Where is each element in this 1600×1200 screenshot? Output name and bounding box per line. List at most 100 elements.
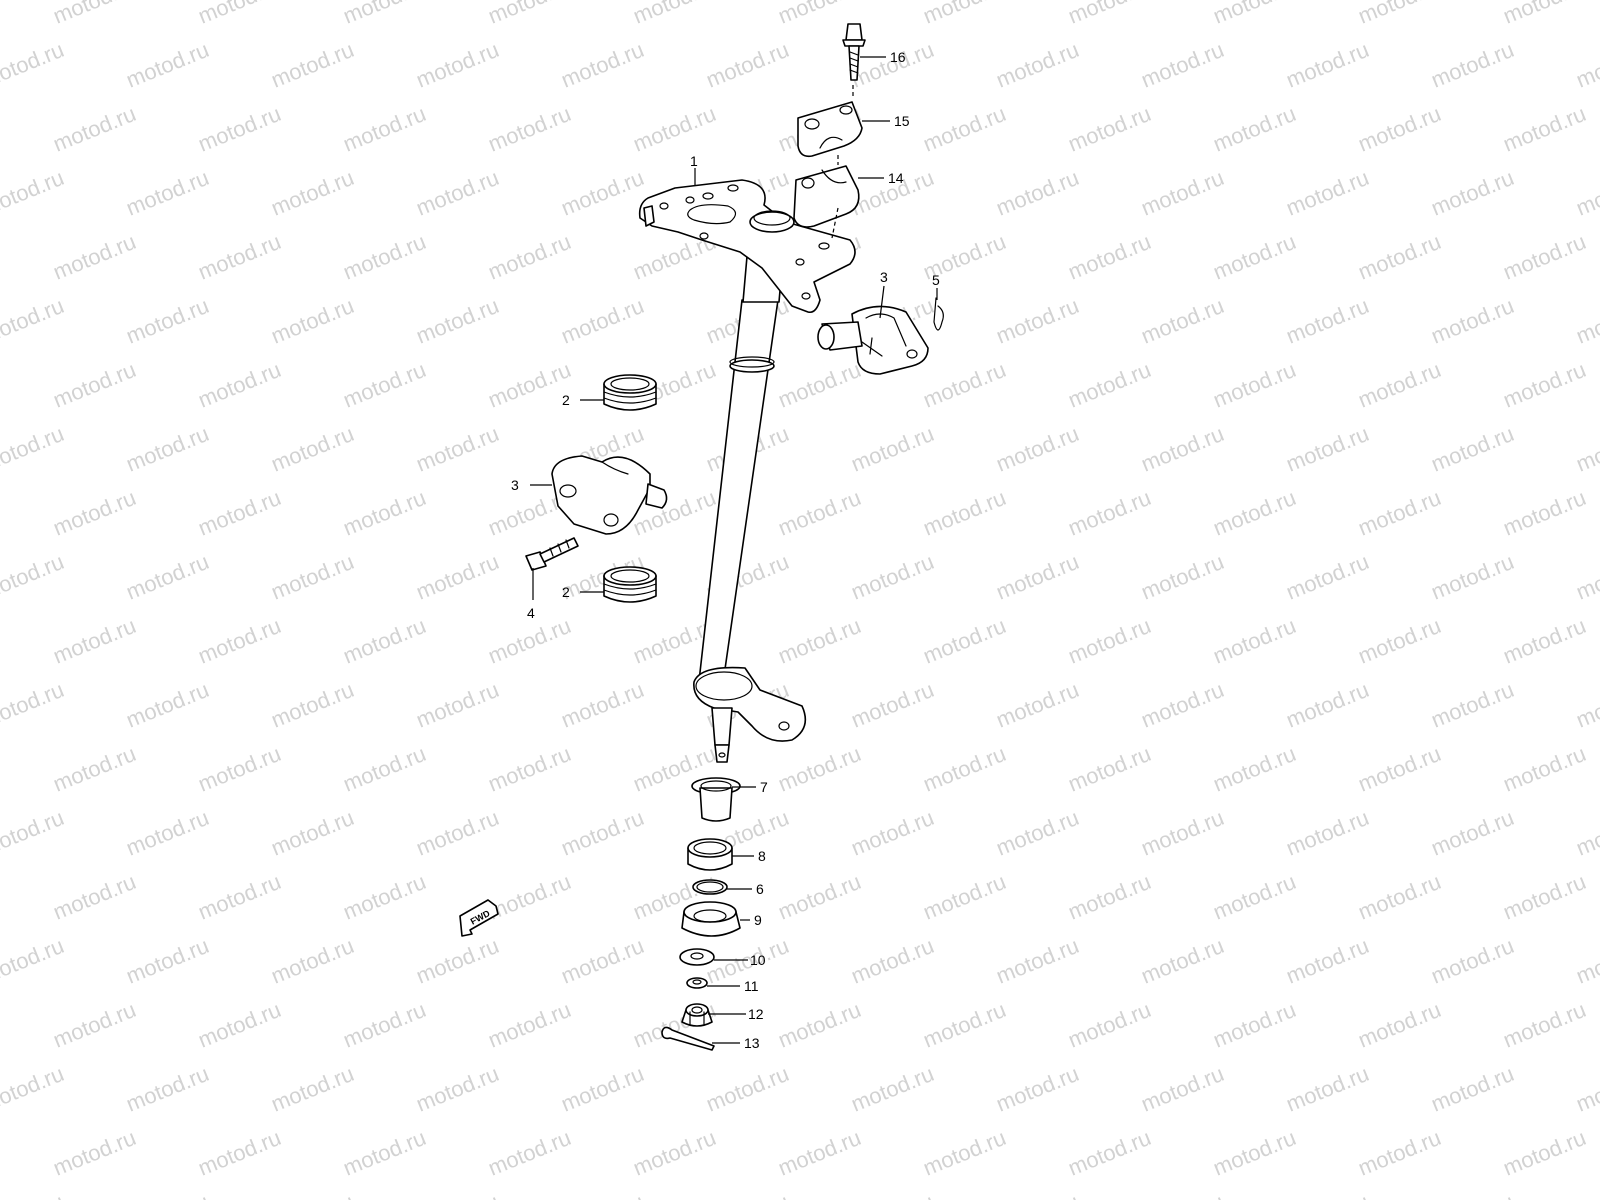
watermark-text: motod.ru — [1065, 485, 1155, 541]
watermark-text: motod.ru — [1210, 1125, 1300, 1181]
watermark-text: motod.ru — [1138, 37, 1228, 93]
watermark-text: motod.ru — [195, 101, 285, 157]
watermark-text: motod.ru — [195, 997, 285, 1053]
watermark-text: motod.ru — [50, 1125, 140, 1181]
watermark-text: motod.ru — [558, 677, 648, 733]
handlebar-holder-upper — [797, 101, 863, 158]
watermark-text: motod.ru — [0, 37, 67, 93]
watermark-text: motod.ru — [993, 421, 1083, 477]
watermark-text: motod.ru — [848, 677, 938, 733]
watermark-text: motod.ru — [0, 165, 67, 221]
watermark-text: motod.ru — [1065, 741, 1155, 797]
watermark-text: motod.ru — [268, 549, 358, 605]
watermark-text: motod.ru — [413, 293, 503, 349]
watermark-text: motod.ru — [1138, 933, 1228, 989]
watermark-text: motod.ru — [340, 485, 430, 541]
handlebar-holder-lower — [793, 165, 860, 228]
watermark-text: motod.ru — [340, 229, 430, 285]
watermark-text: motod.ru — [413, 1061, 503, 1117]
callout-10: 10 — [750, 952, 766, 968]
watermark-text: motod.ru — [1210, 485, 1300, 541]
watermark-text: motod.ru — [1355, 869, 1445, 925]
watermark-text: motod.ru — [1283, 1189, 1373, 1200]
watermark-text: motod.ru — [1428, 165, 1518, 221]
watermark-text: motod.ru — [993, 805, 1083, 861]
watermark-text: motod.ru — [1500, 869, 1590, 925]
watermark-text: motod.ru — [195, 357, 285, 413]
watermark-text: motod.ru — [1210, 869, 1300, 925]
watermark-text: motod.ru — [1065, 1125, 1155, 1181]
clamp-bolt — [525, 537, 579, 571]
callout-12: 12 — [748, 1006, 764, 1022]
watermark-text: motod.ru — [558, 1061, 648, 1117]
watermark-text: motod.ru — [268, 421, 358, 477]
watermark-text: motod.ru — [630, 101, 720, 157]
watermark-text: motod.ru — [1283, 805, 1373, 861]
watermark-text: motod.ru — [1283, 37, 1373, 93]
watermark-text: motod.ru — [340, 997, 430, 1053]
callout-2-lower: 2 — [562, 584, 570, 600]
watermark-text: motod.ru — [195, 485, 285, 541]
watermark-text: motod.ru — [1065, 0, 1155, 29]
watermark-text: motod.ru — [1065, 357, 1155, 413]
watermark-text: motod.ru — [1210, 229, 1300, 285]
watermark-text: motod.ru — [993, 1189, 1083, 1200]
watermark-text: motod.ru — [1500, 0, 1590, 29]
watermark-text: motod.ru — [993, 37, 1083, 93]
watermark-text: motod.ru — [558, 933, 648, 989]
watermark-text: motod.ru — [1500, 997, 1590, 1053]
watermark-text: motod.ru — [268, 37, 358, 93]
washer — [679, 948, 715, 966]
watermark-text: motod.ru — [123, 805, 213, 861]
watermark-text: motod.ru — [1573, 805, 1600, 861]
shaft-clamp-right — [817, 305, 929, 375]
watermark-text: motod.ru — [1210, 613, 1300, 669]
watermark-text: motod.ru — [558, 1189, 648, 1200]
watermark-text: motod.ru — [775, 613, 865, 669]
watermark-text: motod.ru — [1573, 293, 1600, 349]
watermark-text: motod.ru — [123, 677, 213, 733]
watermark-text: motod.ru — [1210, 741, 1300, 797]
callout-15: 15 — [894, 113, 910, 129]
watermark-text: motod.ru — [0, 1061, 67, 1117]
watermark-text: motod.ru — [1355, 229, 1445, 285]
watermark-text: motod.ru — [123, 293, 213, 349]
watermark-text: motod.ru — [0, 933, 67, 989]
watermark-text: motod.ru — [485, 613, 575, 669]
watermark-text: motod.ru — [1283, 421, 1373, 477]
seal-cap — [681, 901, 741, 937]
oil-seal — [687, 838, 733, 871]
watermark-text: motod.ru — [1283, 1061, 1373, 1117]
watermark-text: motod.ru — [1065, 997, 1155, 1053]
watermark-text: motod.ru — [775, 869, 865, 925]
watermark-text: motod.ru — [195, 741, 285, 797]
watermark-text: motod.ru — [485, 1125, 575, 1181]
watermark-text: motod.ru — [1355, 997, 1445, 1053]
watermark-text: motod.ru — [775, 485, 865, 541]
watermark-text: motod.ru — [1428, 805, 1518, 861]
watermark-text: motod.ru — [340, 869, 430, 925]
watermark-text: motod.ru — [50, 229, 140, 285]
watermark-text: motod.ru — [1355, 485, 1445, 541]
watermark-text: motod.ru — [558, 165, 648, 221]
watermark-text: motod.ru — [1573, 421, 1600, 477]
watermark-text: motod.ru — [1065, 101, 1155, 157]
watermark-text: motod.ru — [123, 165, 213, 221]
watermark-text: motod.ru — [1138, 165, 1228, 221]
callout-9: 9 — [754, 912, 762, 928]
watermark-text: motod.ru — [50, 357, 140, 413]
watermark-text: motod.ru — [993, 165, 1083, 221]
watermark-text: motod.ru — [630, 0, 720, 29]
callout-13: 13 — [744, 1035, 760, 1051]
watermark-text: motod.ru — [268, 805, 358, 861]
watermark-text: motod.ru — [1355, 741, 1445, 797]
watermark-text: motod.ru — [268, 677, 358, 733]
watermark-text: motod.ru — [413, 549, 503, 605]
watermark-text: motod.ru — [1428, 421, 1518, 477]
fwd-arrow-icon: FWD — [459, 899, 499, 937]
watermark-text: motod.ru — [775, 741, 865, 797]
watermark-text: motod.ru — [1500, 357, 1590, 413]
watermark-text: motod.ru — [558, 37, 648, 93]
watermark-text: motod.ru — [340, 1125, 430, 1181]
watermark-text: motod.ru — [0, 293, 67, 349]
